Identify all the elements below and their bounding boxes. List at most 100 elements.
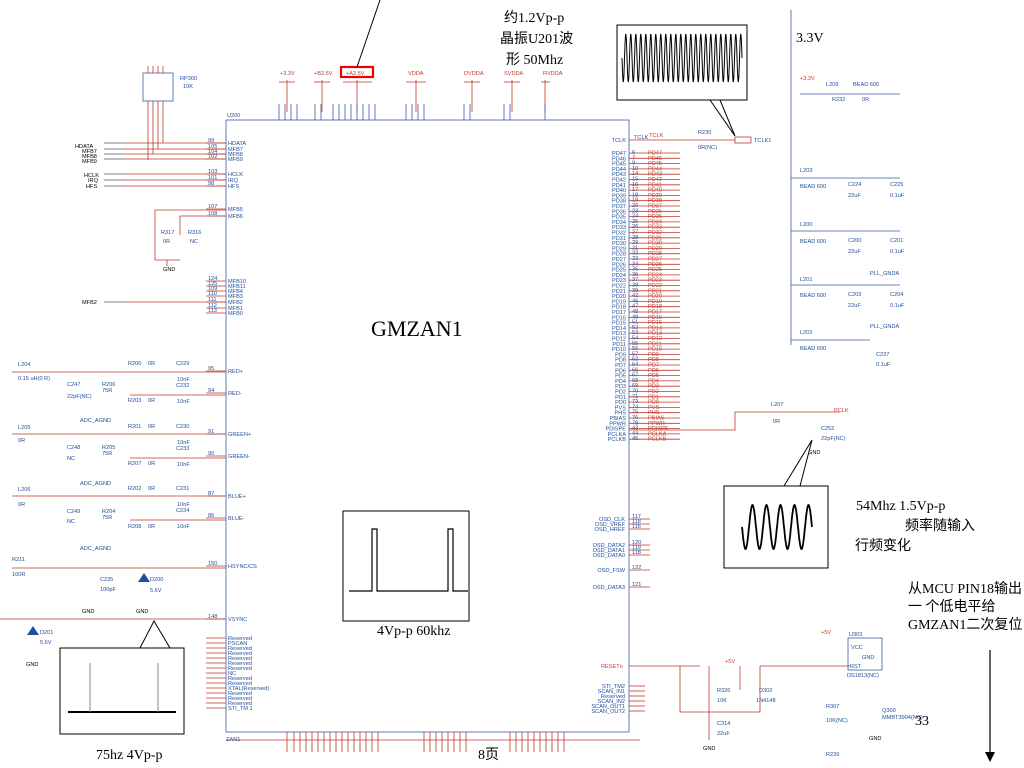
right-pin-label: PD20: [612, 294, 626, 300]
right-pin-number: 38: [632, 283, 638, 289]
svg-text:+3.3V: +3.3V: [800, 76, 815, 82]
pclk-waveform-callout: [723, 439, 829, 569]
rail-label-2: +A2.5V: [346, 71, 365, 77]
left-pin-number: 95: [208, 366, 214, 372]
right-pin-label: PD46: [612, 156, 626, 162]
svg-text:L206: L206: [18, 487, 30, 493]
left-pin-number: 103: [208, 169, 217, 175]
right-pin-number: 18: [632, 192, 638, 198]
right-pin-number: 73: [632, 399, 638, 405]
crystal-waveform-callout: [616, 24, 748, 137]
right-pin-label: PD34: [612, 220, 626, 226]
svg-text:RESETn: RESETn: [601, 664, 623, 670]
left-pin-label: MFB6: [228, 214, 243, 220]
tclk-network: TCLK R230 0R(NC) TCLK1: [629, 130, 771, 151]
svg-text:C248: C248: [67, 445, 80, 451]
svg-text:75R: 75R: [102, 451, 112, 457]
svg-text:NC: NC: [67, 519, 75, 525]
right-pin-number: 17: [632, 187, 638, 193]
svg-text:10K(NC): 10K(NC): [826, 718, 848, 724]
svg-text:0R: 0R: [773, 419, 780, 425]
right-net-label: PD21: [648, 288, 662, 294]
right-net-label: PD17: [648, 310, 662, 316]
svg-text:BEAD 600: BEAD 600: [800, 239, 826, 245]
right-pin-label: PD5: [615, 374, 626, 380]
left-pin-label: BLUE+: [228, 494, 246, 500]
svg-text:R202: R202: [128, 486, 141, 492]
right-pin-number: 66: [632, 367, 638, 373]
right-pin-number: 14: [632, 171, 638, 177]
right-pin-label: PD11: [612, 342, 626, 348]
top-rail-group: +3.3V +B2.5V +A2.5V VDDA DVDDA SVDDA RVD…: [279, 0, 563, 112]
svg-text:22uF: 22uF: [848, 193, 861, 199]
svg-text:L204: L204: [18, 362, 30, 368]
right-pin-number: 25: [632, 219, 638, 225]
right-pin-label: PD23: [612, 278, 626, 284]
left-pin-label: MFB9: [228, 157, 243, 163]
left-pin-number: 90: [208, 451, 214, 457]
svg-text:C204: C204: [890, 292, 903, 298]
right-net-label: PD38: [648, 198, 662, 204]
right-pin-number: 45: [632, 436, 638, 442]
tclk-pin-number: TCLK: [634, 135, 649, 141]
svg-text:MMBT3904(NC): MMBT3904(NC): [882, 715, 923, 721]
svg-text:C247: C247: [67, 382, 80, 388]
reserved-pin-label: Reserved: [228, 701, 252, 707]
svg-text:TCLK: TCLK: [649, 133, 664, 139]
chip-name: GMZAN1: [371, 316, 463, 341]
right-pin-label: PD19: [612, 299, 626, 305]
svg-text:BEAD 600: BEAD 600: [800, 346, 826, 352]
right-net-label: PD39: [648, 193, 662, 199]
svg-text:0R: 0R: [148, 524, 155, 530]
reset-note-1: 从MCU PIN18输出: [908, 581, 1022, 597]
svg-text:10nF: 10nF: [177, 377, 190, 383]
right-net-label: PPWR: [648, 421, 665, 427]
scan-pin-group: STI_TM2SCAN_IN1ReservedSCAN_IN2SCAN_OUT1…: [591, 684, 645, 715]
svg-text:R239: R239: [826, 752, 839, 758]
right-pin-label: PD31: [612, 236, 626, 242]
pclk-note-1: 54Mhz 1.5Vp-p: [856, 499, 945, 514]
osd-pin-label: OSD_HREF: [595, 527, 626, 533]
right-pin-label: PD25: [612, 268, 626, 274]
vsync-waveform-callout: [59, 619, 185, 735]
right-net-label: PD19: [648, 299, 662, 305]
reserved-pin-label: NC: [228, 671, 236, 677]
pclk-network: L207 0R PCLK C252 22pF(NC) GND: [629, 402, 849, 456]
left-pin-label: MFB5: [228, 207, 243, 213]
right-pin-label: PD12: [612, 337, 626, 343]
svg-text:R317: R317: [161, 230, 174, 236]
svg-text:RST: RST: [850, 664, 862, 670]
svg-text:BEAD 600: BEAD 600: [853, 82, 879, 88]
svg-text:0.1uF: 0.1uF: [890, 193, 905, 199]
right-pin-number: 64: [632, 362, 638, 368]
reset-note-2: 一 个低电平给: [908, 599, 996, 615]
reserved-pin-group: ReservedPSCANReservedReservedReservedRes…: [206, 636, 269, 712]
left-pin-label: RED+: [228, 369, 243, 375]
svg-text:L205: L205: [18, 425, 30, 431]
svg-text:0R: 0R: [163, 239, 170, 245]
v33-note: 3.3V: [796, 31, 824, 46]
right-net-label: PD27: [648, 257, 662, 263]
left-pin-number: 109: [208, 286, 217, 292]
right-pin-label: PBIAS: [610, 416, 627, 422]
right-pin-label: PD2: [615, 390, 626, 396]
right-pin-number: 53: [632, 330, 638, 336]
svg-text:10nF: 10nF: [177, 462, 190, 468]
left-pin-number: 150: [208, 561, 217, 567]
left-pin-number: 91: [208, 429, 214, 435]
osd-pin-label: OSD_DATA3: [593, 585, 625, 591]
svg-text:VCC: VCC: [851, 645, 863, 651]
svg-text:R232: R232: [832, 97, 845, 103]
reserved-pin-label: XTAL(Reserved): [228, 686, 269, 692]
svg-text:R201: R201: [128, 424, 141, 430]
right-net-label: PD46: [648, 156, 662, 162]
right-net-label: PD6: [648, 368, 659, 374]
left-net-flags: HDATA MFB7 MFB8 MFB9 HCLK IRQ HFS MFB2: [75, 142, 226, 306]
pclk-note-2: 频率随输入: [905, 517, 975, 534]
right-pin-number: 36: [632, 272, 638, 278]
svg-text:R316: R316: [188, 230, 201, 236]
svg-text:10nF: 10nF: [177, 399, 190, 405]
left-pin-number: 105: [208, 144, 217, 150]
